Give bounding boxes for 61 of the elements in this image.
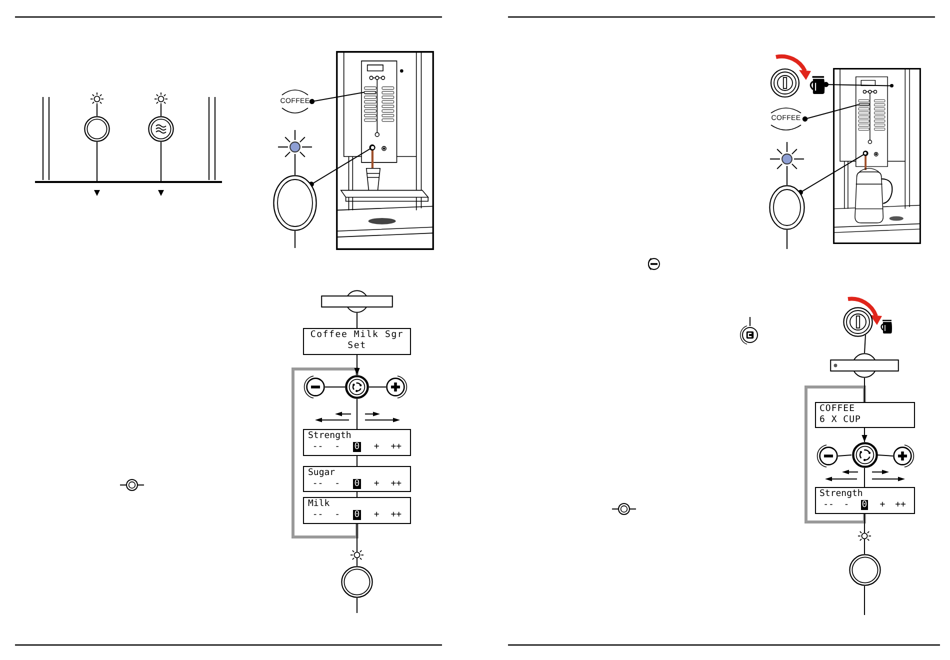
wave-button	[148, 116, 174, 142]
slide-bar	[830, 353, 899, 378]
connector-line	[356, 398, 358, 430]
selection-key	[364, 90, 376, 94]
leader-line	[798, 154, 864, 196]
display-text: 6 X CUP	[820, 415, 862, 426]
lcd-display	[814, 487, 914, 514]
connector-line	[864, 468, 865, 488]
plus-button	[386, 375, 410, 399]
round-button	[848, 554, 880, 586]
plus-button	[893, 444, 917, 468]
connector-line	[864, 334, 866, 354]
connector-line	[356, 492, 358, 498]
connector-line	[356, 456, 358, 466]
lcd-display	[303, 497, 411, 524]
connector-line	[864, 378, 865, 402]
arrow	[354, 354, 360, 376]
connector-line	[864, 514, 865, 554]
key-switch	[843, 307, 873, 337]
selection-key	[858, 103, 870, 106]
leader-line	[802, 104, 859, 122]
dispense-button	[370, 144, 375, 150]
minus-button	[814, 444, 838, 468]
lcd-display	[303, 429, 411, 456]
scale-text: -- - 0 + ++	[311, 442, 403, 454]
base-line	[35, 181, 222, 183]
jug-icon	[809, 75, 826, 94]
connector-line	[368, 386, 386, 388]
display-text: Sugar	[308, 468, 336, 479]
dispense-button	[863, 151, 868, 156]
leader-line	[823, 82, 891, 88]
arrow	[862, 428, 868, 442]
start-button	[273, 175, 317, 231]
loop-line	[292, 368, 360, 538]
lcd-display	[303, 328, 411, 355]
minus-button	[301, 375, 325, 399]
display-text: Milk	[308, 499, 331, 510]
scale-text: -- - 0 + ++	[311, 510, 403, 522]
lcd-display	[303, 466, 411, 492]
leader-line	[309, 92, 365, 104]
indicator-light	[890, 84, 894, 88]
scale-text: -- - 0 + ++	[311, 479, 403, 491]
start-button	[769, 185, 805, 230]
rotary-button	[345, 375, 369, 399]
slide-bar	[321, 290, 393, 313]
connector-line	[838, 454, 852, 456]
rotary-button	[852, 442, 878, 468]
connector-line	[356, 312, 358, 328]
loop-line	[804, 386, 866, 524]
display-text: Strength	[308, 431, 352, 442]
connector-line	[877, 454, 894, 456]
connector-line	[356, 524, 358, 566]
connector-line	[324, 386, 346, 388]
round-button	[84, 116, 110, 142]
lcd-display	[814, 402, 914, 428]
display-text: Coffee Milk Sgr Set	[309, 330, 405, 352]
display-text: COFFEE	[820, 404, 856, 415]
display-text: Strength	[820, 489, 864, 500]
leader-line	[308, 148, 371, 187]
scale-text: -- - 0 + ++	[822, 500, 907, 512]
round-button	[341, 566, 373, 598]
